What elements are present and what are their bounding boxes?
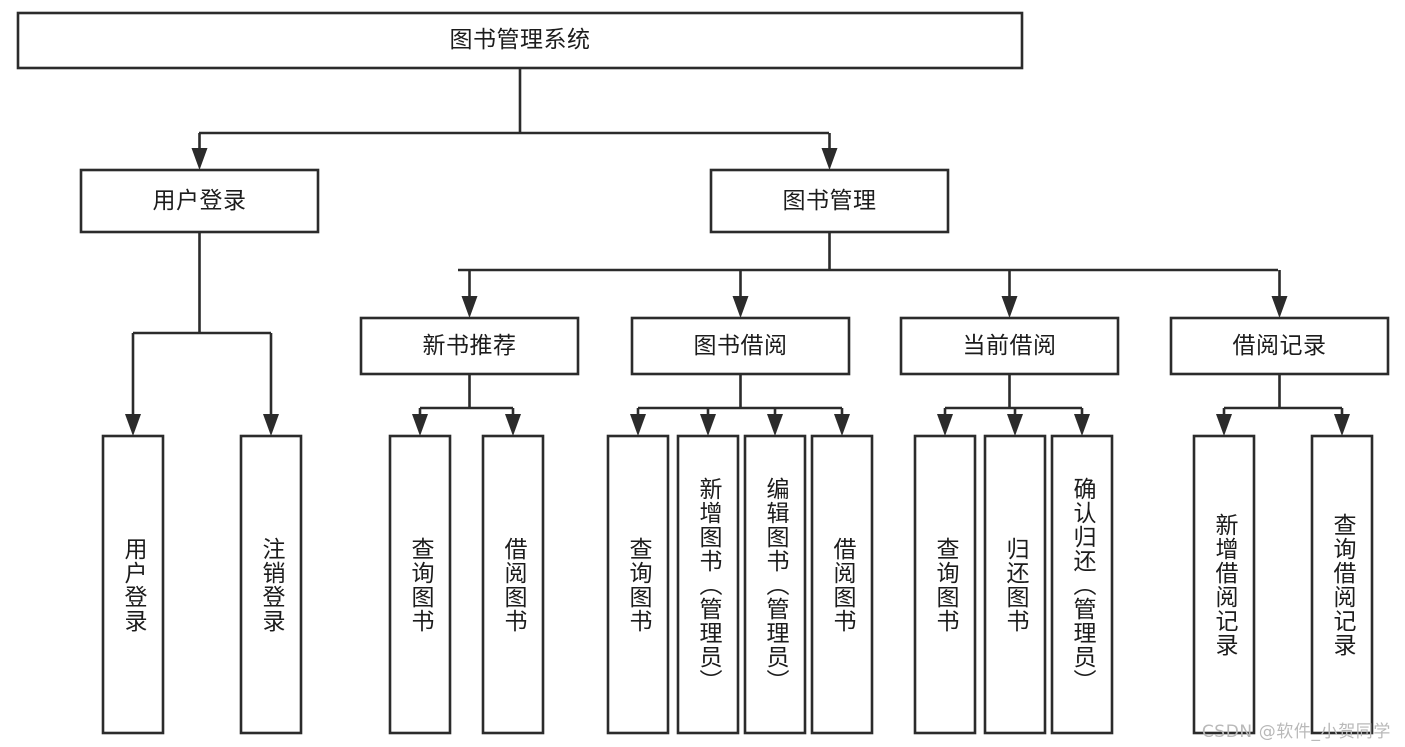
node-leaf-归还图书[interactable] [983,434,1047,735]
arrow-head-icon-leaf [505,414,521,436]
node-leaf-借阅图书[interactable] [481,434,545,735]
arrow-head-icon-level3-2 [1001,296,1018,318]
node-leaf-注销登录[interactable] [239,434,303,735]
arrow-head-icon-level2-0 [191,148,208,170]
arrow-head-icon-leaf [1216,414,1232,436]
node-level3-图书借阅[interactable] [630,316,851,376]
arrow-head-icon-leaf [1334,414,1350,436]
arrow-head-icon-leaf [700,414,716,436]
node-level3-借阅记录[interactable] [1169,316,1390,376]
node-leaf-查询图书[interactable] [913,434,977,735]
node-level2-图书管理[interactable] [709,168,950,234]
arrow-head-icon-leaf [125,414,141,436]
node-leaf-新增图书（管理员）[interactable] [676,434,740,735]
arrow-head-icon-leaf [1074,414,1090,436]
arrow-head-icon-leaf [1007,414,1023,436]
node-leaf-查询借阅记录[interactable] [1310,434,1374,735]
arrow-head-icon-leaf [834,414,850,436]
node-level3-当前借阅[interactable] [899,316,1120,376]
node-leaf-编辑图书（管理员）[interactable] [743,434,807,735]
node-leaf-用户登录[interactable] [101,434,165,735]
node-leaf-确认归还（管理员）[interactable] [1050,434,1114,735]
node-level3-新书推荐[interactable] [359,316,580,376]
node-leaf-借阅图书[interactable] [810,434,874,735]
arrow-head-icon-leaf [263,414,279,436]
arrow-head-icon-level3-1 [732,296,749,318]
arrow-head-icon-leaf [412,414,428,436]
node-level2-用户登录[interactable] [79,168,320,234]
node-leaf-查询图书[interactable] [388,434,452,735]
node-root-图书管理系统[interactable] [16,11,1024,70]
arrow-head-icon-level2-1 [821,148,838,170]
arrow-head-icon-leaf [767,414,783,436]
node-leaf-查询图书[interactable] [606,434,670,735]
arrow-head-icon-level3-3 [1271,296,1288,318]
arrow-head-icon-leaf [937,414,953,436]
node-leaf-新增借阅记录[interactable] [1192,434,1256,735]
arrow-head-icon-level3-0 [461,296,478,318]
arrow-head-icon-leaf [630,414,646,436]
